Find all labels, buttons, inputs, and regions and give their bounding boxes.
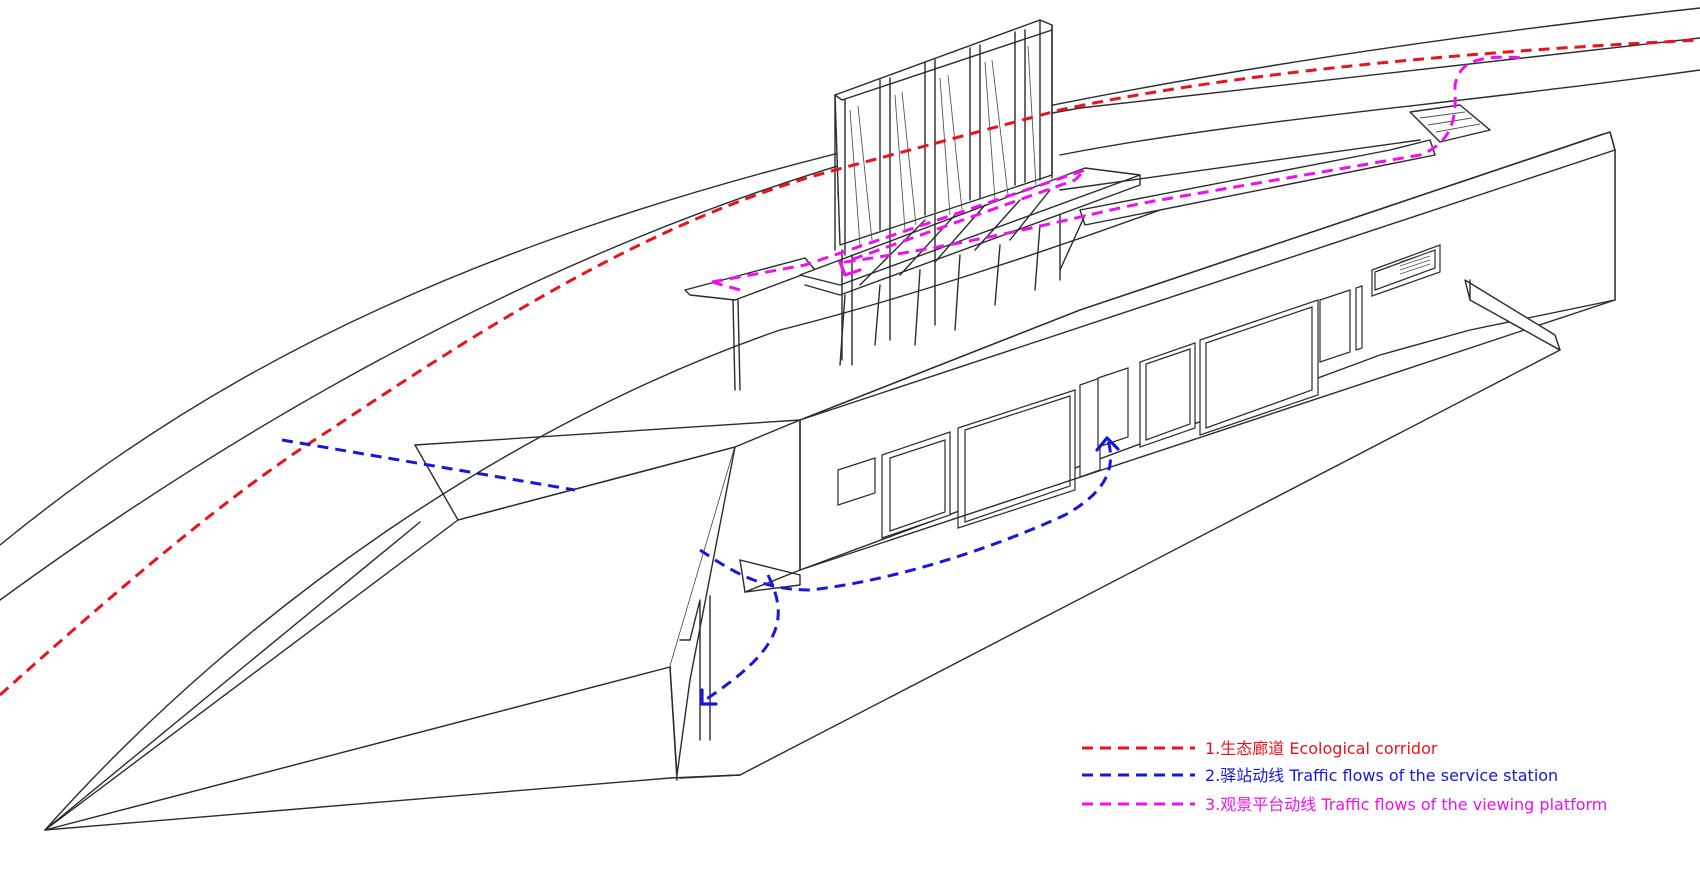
- viewing-flow-arrow: [838, 260, 862, 277]
- legend-label-ecological: 1.生态廊道 Ecological corridor: [1205, 739, 1438, 758]
- viewing-flow-path: [711, 55, 1526, 284]
- legend-item-ecological: 1.生态廊道 Ecological corridor: [1082, 739, 1438, 758]
- entrance-detail: [679, 559, 801, 741]
- viewing-flow-path-2: [711, 280, 741, 292]
- wedge-roof: [44, 419, 801, 831]
- legend: 1.生态廊道 Ecological corridor 2.驿站动线 Traffi…: [1082, 739, 1607, 814]
- louver-tower: [834, 19, 1053, 366]
- legend-item-service: 2.驿站动线 Traffic flows of the service stat…: [1082, 766, 1558, 785]
- legend-label-viewing: 3.观景平台动线 Traffic flows of the viewing pl…: [1205, 795, 1607, 814]
- facade-windows: [799, 244, 1616, 571]
- service-flow-path-3: [704, 574, 780, 702]
- service-flow-path-2: [699, 439, 1112, 592]
- service-flow-arrow-down: [700, 688, 718, 706]
- ecological-corridor-path: [0, 38, 1700, 697]
- ramp-wall: [1464, 279, 1561, 351]
- legend-label-service: 2.驿站动线 Traffic flows of the service stat…: [1205, 766, 1558, 785]
- service-flow-path-1: [281, 438, 576, 492]
- service-flow-arrow-up: [1095, 436, 1120, 452]
- legend-item-viewing: 3.观景平台动线 Traffic flows of the viewing pl…: [1082, 795, 1607, 814]
